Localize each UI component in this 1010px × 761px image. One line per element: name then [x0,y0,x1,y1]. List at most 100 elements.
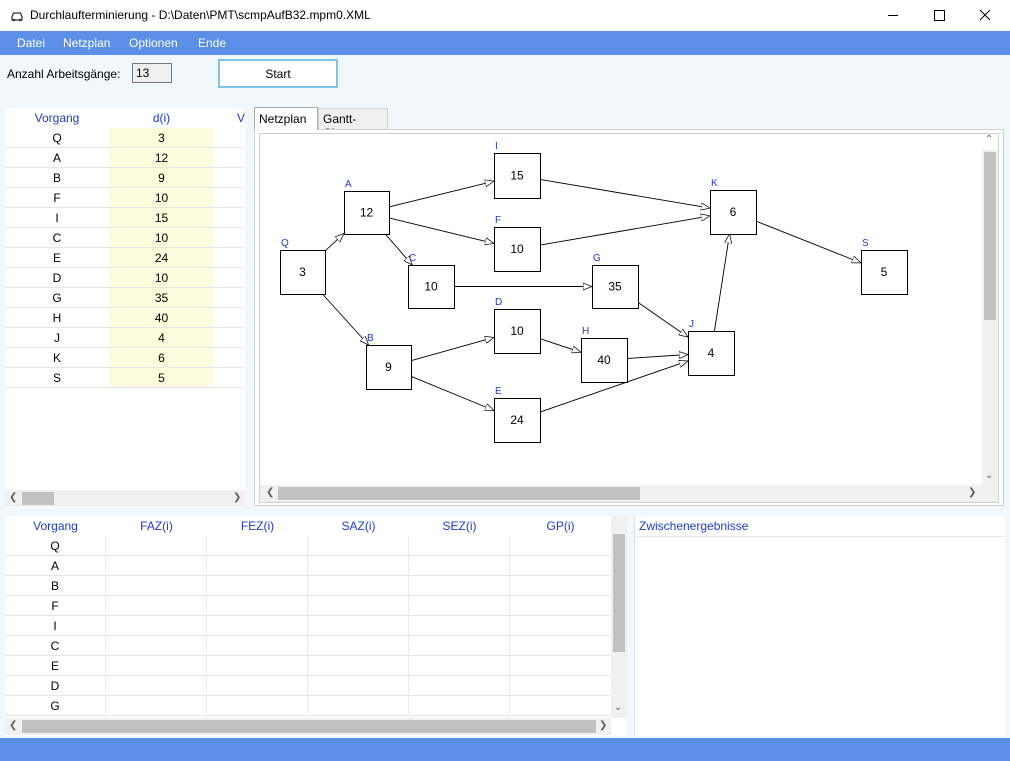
table-row[interactable]: B [5,576,611,596]
predecessor-cell[interactable] [214,308,245,328]
schedule-cell[interactable] [308,556,409,576]
table-row[interactable]: I [5,616,611,636]
schedule-cell[interactable] [308,616,409,636]
vorgang-cell[interactable]: A [5,556,106,576]
column-header[interactable]: FEZ(i) [207,516,308,536]
schedule-cell[interactable] [308,636,409,656]
table-row[interactable]: S5 [5,368,245,388]
node-f[interactable]: F10 [495,215,541,272]
table-row[interactable]: H40 [5,308,245,328]
schedule-grid-vscrollbar[interactable]: ⌄ [611,516,627,718]
node-e[interactable]: E24 [495,386,541,443]
predecessor-cell[interactable] [214,248,245,268]
table-row[interactable]: D10 [5,268,245,288]
duration-cell[interactable]: 5 [109,368,214,388]
vorgang-cell[interactable]: E [5,656,106,676]
duration-cell[interactable]: 3 [109,128,214,148]
duration-cell[interactable]: 6 [109,348,214,368]
scroll-down-icon[interactable]: ⌄ [985,470,993,482]
network-vscrollbar[interactable]: ⌃ ⌄ [982,150,998,485]
vorgang-cell[interactable]: C [5,228,109,248]
scroll-thumb[interactable] [613,534,625,652]
predecessor-cell[interactable] [214,148,245,168]
table-row[interactable]: I15 [5,208,245,228]
duration-grid-hscrollbar[interactable]: ❮ ❯ [5,490,245,507]
schedule-cell[interactable] [207,696,308,716]
schedule-cell[interactable] [308,676,409,696]
menu-netzplan[interactable]: Netzplan [63,36,110,50]
schedule-cell[interactable] [409,696,510,716]
scroll-thumb[interactable] [22,720,596,733]
duration-cell[interactable]: 9 [109,168,214,188]
schedule-cell[interactable] [308,596,409,616]
vorgang-cell[interactable]: E [5,248,109,268]
duration-cell[interactable]: 10 [109,268,214,288]
table-row[interactable]: G [5,696,611,716]
vorgang-cell[interactable]: J [5,328,109,348]
schedule-cell[interactable] [106,596,207,616]
table-row[interactable]: A [5,556,611,576]
node-i[interactable]: I15 [495,141,541,199]
vorgang-cell[interactable]: I [5,616,106,636]
table-row[interactable]: Q3 [5,128,245,148]
predecessor-cell[interactable] [214,208,245,228]
schedule-cell[interactable] [106,676,207,696]
vorgang-cell[interactable]: F [5,188,109,208]
column-header-vorgang[interactable]: Vorgang [5,108,109,128]
table-row[interactable]: K6 [5,348,245,368]
minimize-button[interactable] [870,0,916,31]
schedule-cell[interactable] [207,616,308,636]
schedule-cell[interactable] [308,536,409,556]
table-row[interactable]: E24 [5,248,245,268]
schedule-grid[interactable]: VorgangFAZ(i)FEZ(i)SAZ(i)SEZ(i)GP(i) QAB… [5,516,627,736]
duration-cell[interactable]: 24 [109,248,214,268]
schedule-cell[interactable] [510,656,611,676]
table-row[interactable]: J4 [5,328,245,348]
table-row[interactable]: G35 [5,288,245,308]
schedule-cell[interactable] [409,636,510,656]
scroll-left-icon[interactable]: ❮ [9,720,17,732]
scroll-left-icon[interactable]: ❮ [266,487,274,499]
duration-cell[interactable]: 15 [109,208,214,228]
menu-optionen[interactable]: Optionen [129,36,178,50]
column-header[interactable]: SEZ(i) [409,516,510,536]
duration-cell[interactable]: 10 [109,228,214,248]
schedule-cell[interactable] [106,636,207,656]
schedule-cell[interactable] [106,616,207,636]
menu-ende[interactable]: Ende [198,36,226,50]
schedule-cell[interactable] [510,536,611,556]
scroll-right-icon[interactable]: ❯ [233,492,241,504]
vorgang-cell[interactable]: S [5,368,109,388]
schedule-cell[interactable] [409,656,510,676]
schedule-cell[interactable] [510,576,611,596]
vorgang-cell[interactable]: C [5,636,106,656]
schedule-cell[interactable] [207,536,308,556]
schedule-cell[interactable] [106,656,207,676]
schedule-cell[interactable] [409,576,510,596]
schedule-cell[interactable] [510,636,611,656]
table-row[interactable]: C10 [5,228,245,248]
schedule-cell[interactable] [207,656,308,676]
scroll-left-icon[interactable]: ❮ [9,492,17,504]
schedule-cell[interactable] [409,536,510,556]
table-row[interactable]: Q [5,536,611,556]
schedule-cell[interactable] [409,556,510,576]
predecessor-cell[interactable] [214,168,245,188]
column-header[interactable]: GP(i) [510,516,611,536]
schedule-cell[interactable] [207,636,308,656]
predecessor-cell[interactable] [214,188,245,208]
column-header[interactable]: FAZ(i) [106,516,207,536]
schedule-cell[interactable] [409,596,510,616]
vorgang-cell[interactable]: H [5,308,109,328]
table-row[interactable]: B9 [5,168,245,188]
predecessor-cell[interactable] [214,348,245,368]
network-canvas[interactable]: Q3A12B9C10I15F10D10E24G35H40J4K6S5 [259,133,999,503]
schedule-cell[interactable] [510,556,611,576]
vorgang-cell[interactable]: I [5,208,109,228]
node-h[interactable]: H40 [582,326,628,383]
node-g[interactable]: G35 [593,253,639,309]
vorgang-cell[interactable]: G [5,696,106,716]
close-button[interactable] [962,0,1008,31]
scroll-down-icon[interactable]: ⌄ [614,702,622,714]
scroll-thumb[interactable] [984,152,996,320]
